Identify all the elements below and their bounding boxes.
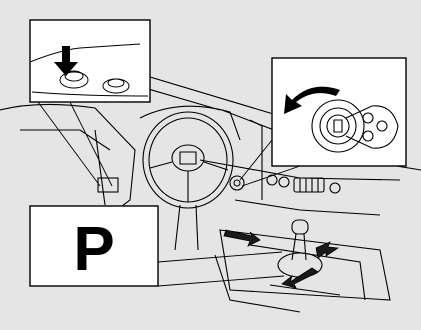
- inset-gear-indicator: P: [30, 206, 158, 286]
- inset-door-lock: [30, 20, 150, 102]
- inset-ignition-key: [272, 58, 406, 166]
- gear-letter: P: [73, 215, 114, 284]
- inset-frame: [30, 20, 150, 102]
- inset-frame: [272, 58, 406, 166]
